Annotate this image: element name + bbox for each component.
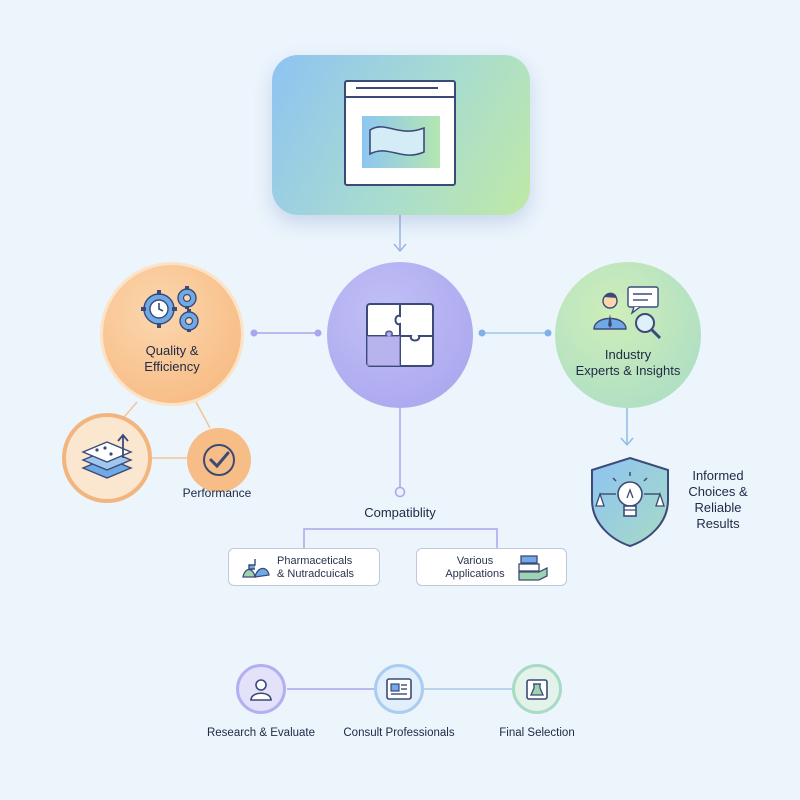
- various-applications-label: Various Applications: [445, 555, 505, 580]
- pharmaceuticals-box: Pharmaceticals & Nutradcuicals: [228, 548, 380, 586]
- flask-box-icon: [526, 679, 548, 700]
- research-step-label: Research & Evaluate: [206, 727, 316, 739]
- final-step-label: Final Selection: [499, 727, 575, 739]
- layers-growth-icon: [81, 433, 133, 479]
- expert-search-icon: [593, 286, 662, 340]
- industry-experts-node: Industry Experts & Insights: [555, 262, 701, 408]
- browser-image-icon: [344, 80, 456, 186]
- stacked-boxes-icon: [518, 555, 548, 581]
- consult-card-icon: [386, 678, 412, 700]
- industry-label: Industry Experts & Insights: [575, 347, 681, 378]
- various-applications-box: Various Applications: [416, 548, 567, 586]
- hero-panel: [272, 55, 530, 215]
- puzzle-icon: [366, 303, 434, 367]
- compatibility-label: Compatiblity: [364, 505, 436, 520]
- compatibility-hub-node: [327, 262, 473, 408]
- checkmark-icon: [203, 444, 235, 476]
- informed-choices-label: Informed Choices & Reliable Results: [688, 468, 748, 531]
- gears-clock-icon: [141, 286, 199, 332]
- person-icon: [250, 679, 272, 701]
- performance-check-node: [187, 428, 251, 492]
- quality-label: Quality & Efficiency: [144, 343, 200, 374]
- performance-label: Performance: [182, 486, 252, 500]
- performance-layers-node: [62, 413, 152, 503]
- consult-step-label: Consult Professionals: [343, 727, 455, 739]
- pharmaceuticals-label: Pharmaceticals & Nutradcuicals: [277, 555, 355, 580]
- shield-lightbulb-scales-icon: [591, 456, 669, 548]
- medicine-leaf-icon: [242, 559, 270, 578]
- final-step-icon-circle: [512, 664, 562, 714]
- research-step-icon-circle: [236, 664, 286, 714]
- quality-efficiency-node: Quality & Efficiency: [100, 262, 244, 406]
- consult-step-icon-circle: [374, 664, 424, 714]
